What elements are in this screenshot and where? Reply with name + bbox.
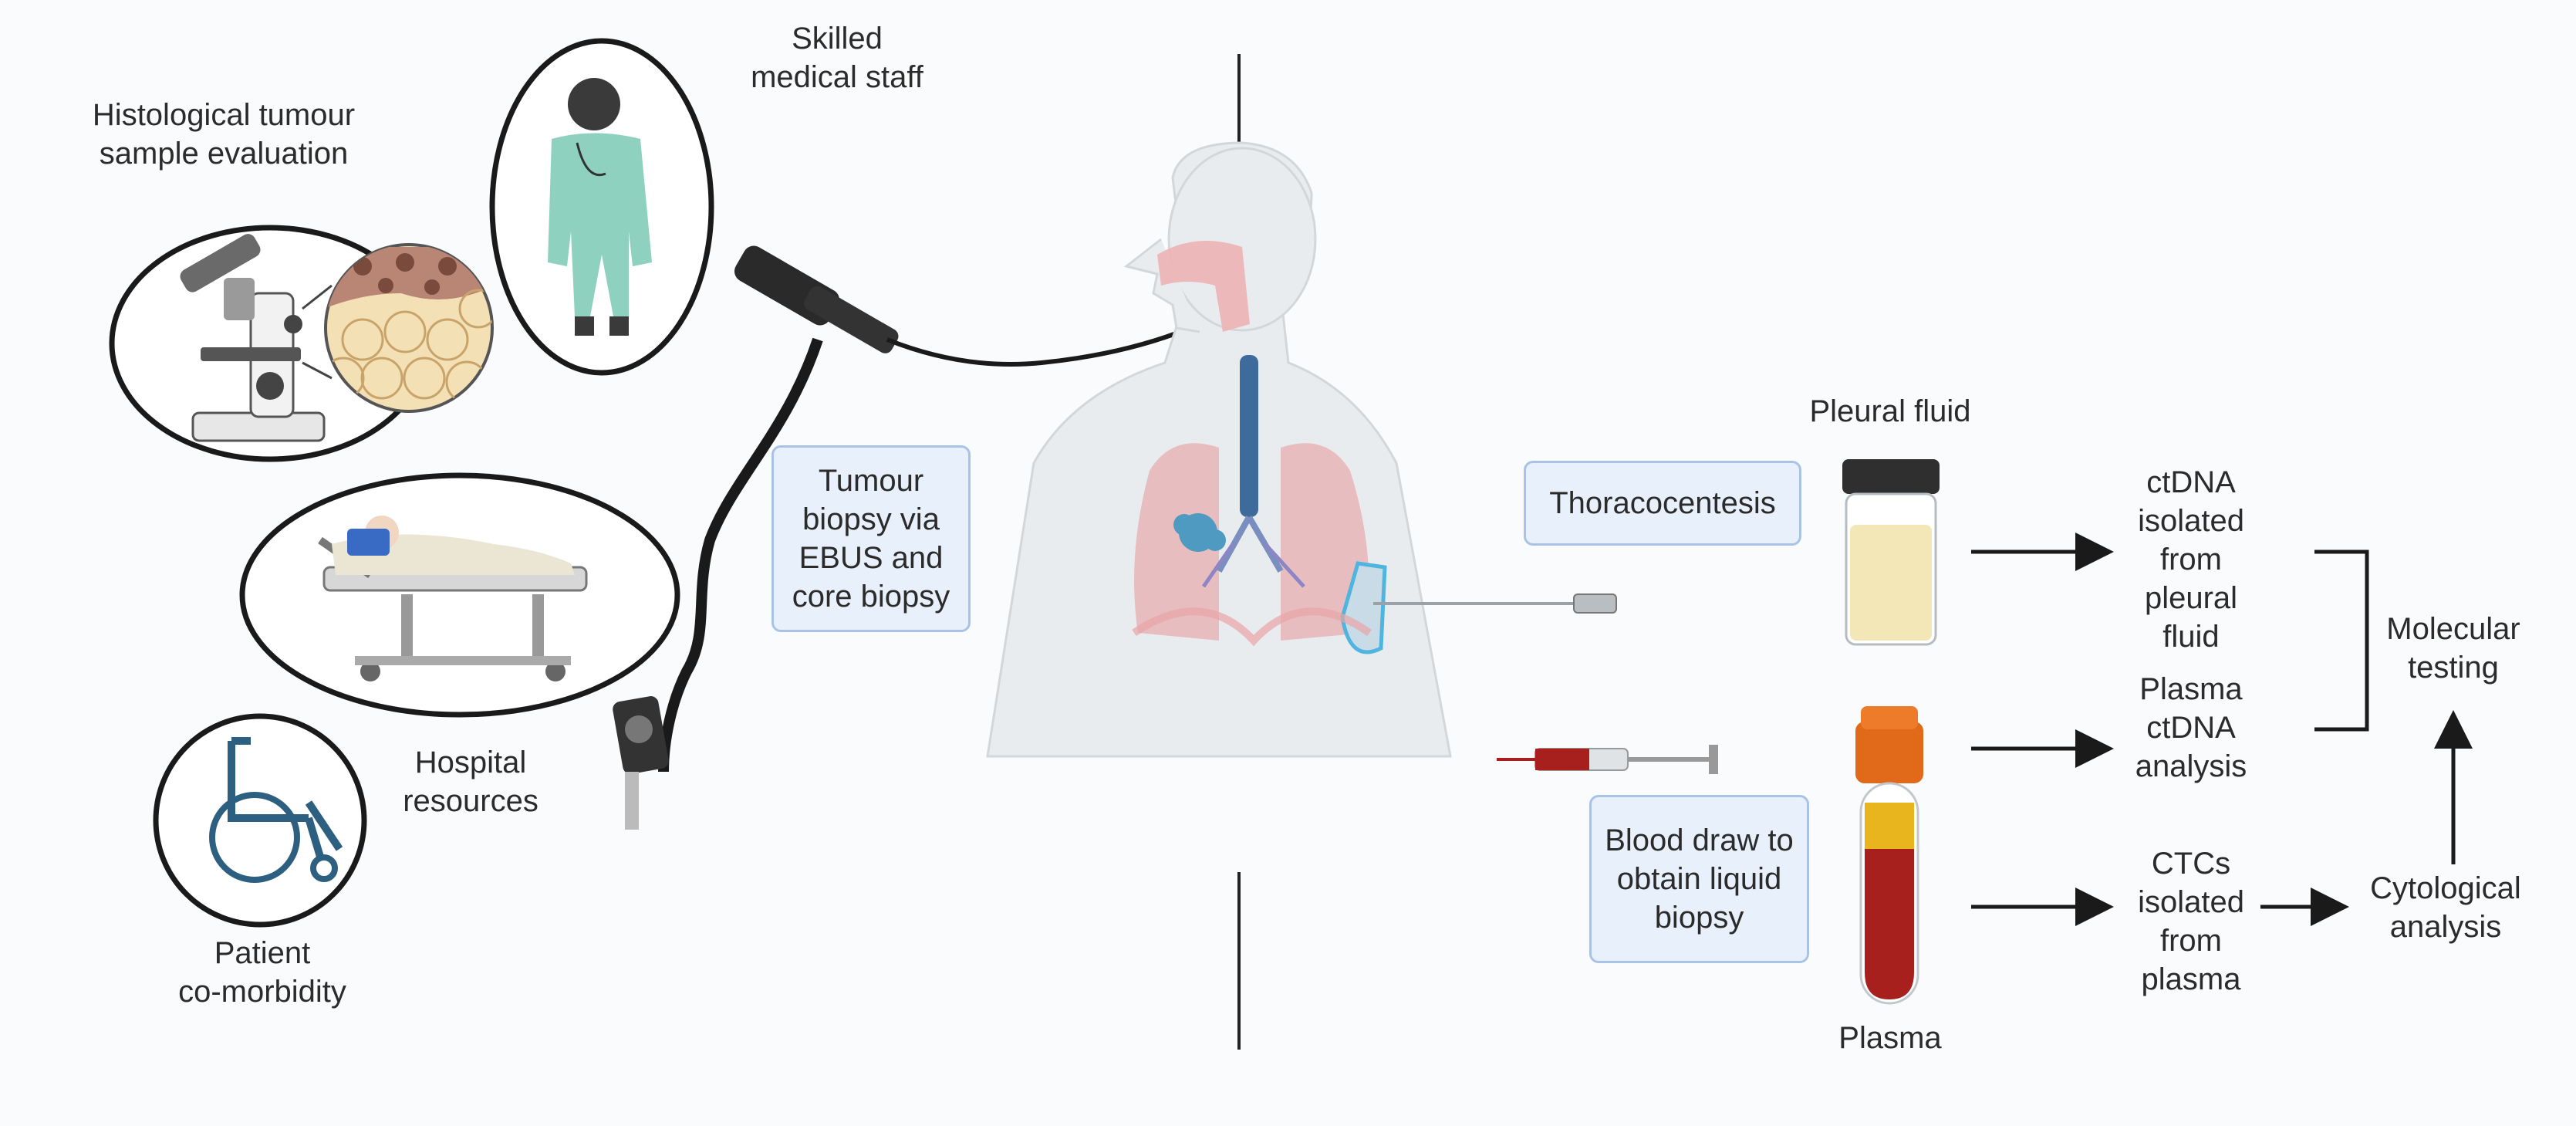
plasma-ctdna-label: Plasma ctDNA analysis	[2135, 672, 2247, 783]
ctdna-pleural-label: ctDNA isolated from pleural fluid	[2138, 465, 2244, 654]
tumour-cells-icon	[302, 243, 494, 413]
wheelchair-icon	[209, 737, 343, 883]
pleural-fluid-label: Pleural fluid	[1809, 394, 1971, 428]
endoscope-illustration	[613, 245, 1182, 830]
cytological-analysis-label: Cytological analysis	[2370, 871, 2521, 944]
patient-comorbidity-label: Patient co-morbidity	[178, 936, 346, 1009]
hospital-bed-illustration	[239, 472, 680, 718]
syringe-icon	[1497, 745, 1718, 774]
thoracocentesis-box: Thoracocentesis	[1524, 461, 1801, 546]
pleural-fluid-vial-icon	[1842, 459, 1940, 646]
medical-staff-illustration	[489, 38, 714, 376]
histological-evaluation-label: Histological tumour sample evaluation	[92, 98, 356, 171]
molecular-testing-label: Molecular testing	[2386, 612, 2520, 685]
plasma-label: Plasma	[1838, 1021, 1942, 1055]
tumour-icon	[1173, 513, 1226, 552]
ctcs-isolated-label: CTCs isolated from plasma	[2138, 847, 2244, 996]
bracket-to-molecular	[2314, 549, 2369, 732]
flow-arrows	[1971, 533, 2473, 926]
thoracocentesis-needle-icon	[1373, 593, 1617, 614]
histology-illustration	[109, 225, 494, 462]
tumour-biopsy-box: Tumour biopsy via EBUS and core biopsy	[771, 445, 971, 632]
wheelchair-illustration	[153, 713, 367, 928]
blood-tube-icon	[1855, 706, 1923, 1005]
blood-draw-box: Blood draw to obtain liquid biopsy	[1589, 795, 1809, 963]
lungs-icon	[1134, 443, 1369, 641]
skilled-staff-label: Skilled medical staff	[751, 22, 923, 94]
human-torso-illustration	[986, 141, 1452, 758]
trachea-icon	[1201, 355, 1305, 588]
hospital-resources-label: Hospital resources	[403, 746, 538, 818]
microscope-icon	[180, 234, 326, 442]
